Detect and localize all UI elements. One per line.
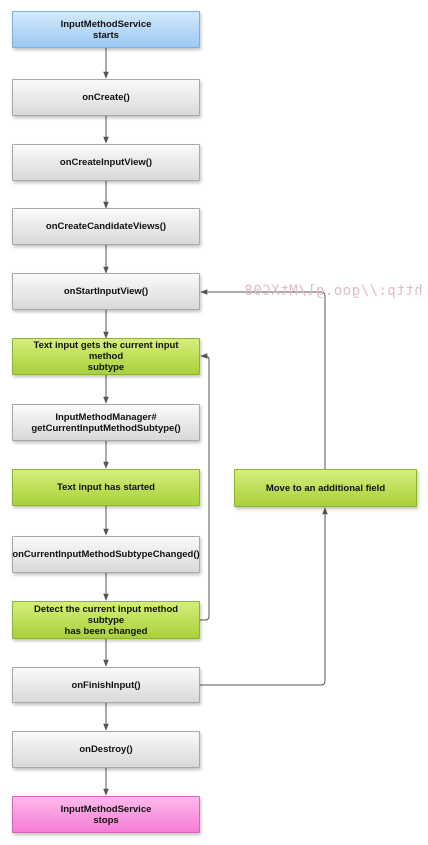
node-get-subtype-label: Text input gets the current input method… [33, 340, 179, 373]
node-get-subtype: Text input gets the current input method… [12, 338, 200, 375]
node-imm-get-subtype-label: InputMethodManager# getCurrentInputMetho… [31, 411, 181, 434]
node-text-input-started-label: Text input has started [56, 482, 155, 493]
node-subtype-changed-callback-label: onCurrentInputMethodSubtypeChanged() [12, 549, 200, 560]
node-on-create-candidate-views-label: onCreateCandidateViews() [45, 221, 167, 232]
node-service-stop-label: InputMethodService stops [60, 803, 152, 826]
node-on-create-label: onCreate() [82, 92, 130, 103]
node-on-start-input-view-label: onStartInputView() [63, 286, 149, 297]
node-on-create-input-view-label: onCreateInputView() [59, 157, 153, 168]
node-on-destroy: onDestroy() [12, 731, 200, 768]
arrow-move-field-to-startinput [200, 289, 326, 469]
node-detect-subtype-changed: Detect the current input method subtype … [12, 601, 200, 639]
node-on-create-candidate-views: onCreateCandidateViews() [12, 208, 200, 245]
node-on-finish-input-label: onFinishInput() [71, 679, 141, 691]
node-on-destroy-label: onDestroy() [79, 744, 133, 755]
node-move-additional-field: Move to an additional field [234, 469, 417, 507]
node-text-input-started: Text input has started [12, 469, 200, 506]
node-service-stop: InputMethodService stops [12, 796, 200, 833]
node-on-finish-input: onFinishInput() [12, 667, 200, 703]
node-on-start-input-view: onStartInputView() [12, 273, 200, 310]
watermark-url: http://goo.gl/MtXC08 [244, 283, 423, 299]
node-service-start: InputMethodService starts [12, 11, 200, 48]
node-detect-subtype-changed-label: Detect the current input method subtype … [33, 603, 179, 637]
arrow-finish-to-move-field [200, 507, 328, 686]
arrow-detect-loop-back [200, 353, 210, 621]
node-on-create: onCreate() [12, 79, 200, 116]
node-subtype-changed-callback: onCurrentInputMethodSubtypeChanged() [12, 536, 200, 573]
node-service-start-label: InputMethodService starts [60, 18, 152, 41]
node-imm-get-subtype: InputMethodManager# getCurrentInputMetho… [12, 404, 200, 441]
node-move-additional-field-label: Move to an additional field [265, 482, 386, 494]
node-on-create-input-view: onCreateInputView() [12, 144, 200, 181]
